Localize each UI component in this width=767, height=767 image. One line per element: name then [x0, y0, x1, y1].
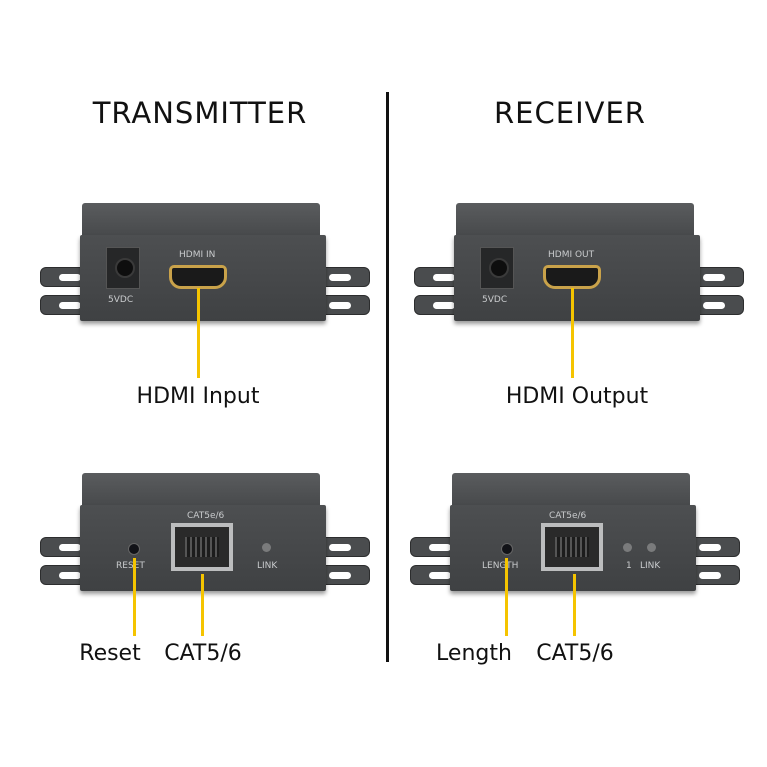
cat-callout: CAT5/6	[164, 641, 242, 666]
hdmi-port-label: HDMI IN	[179, 250, 216, 260]
power-label: 5VDC	[108, 295, 134, 305]
leader-line	[571, 288, 574, 378]
rj45-port	[541, 523, 603, 571]
link-led	[647, 543, 656, 552]
reset-button	[128, 543, 140, 555]
link-label: LINK	[257, 561, 278, 571]
receiver-front-device: 5VDC HDMI OUT	[414, 203, 744, 333]
hdmi-output-callout: HDMI Output	[505, 384, 649, 409]
leader-line	[133, 558, 136, 636]
divider	[386, 92, 389, 662]
link-label: LINK	[640, 561, 661, 571]
reset-label: RESET	[116, 561, 145, 571]
power-jack	[480, 247, 514, 289]
network-port-label: CAT5e/6	[187, 511, 225, 521]
hdmi-port-label: HDMI OUT	[548, 250, 595, 260]
power-jack	[106, 247, 140, 289]
receiver-heading: RECEIVER	[494, 96, 646, 130]
network-port-label: CAT5e/6	[549, 511, 587, 521]
transmitter-back-device: CAT5e/6 RESET LINK	[40, 473, 370, 603]
length-button	[501, 543, 513, 555]
transmitter-front-device: 5VDC HDMI IN	[40, 203, 370, 333]
leader-line	[201, 574, 204, 636]
indicator-led	[623, 543, 632, 552]
hdmi-input-callout: HDMI Input	[136, 384, 260, 409]
device-top	[456, 203, 694, 237]
device-top	[82, 473, 320, 507]
device-top	[82, 203, 320, 237]
cat-callout: CAT5/6	[536, 641, 614, 666]
length-callout: Length	[436, 641, 512, 666]
hdmi-port	[169, 265, 227, 289]
transmitter-heading: TRANSMITTER	[92, 96, 308, 130]
hdmi-port	[543, 265, 601, 289]
led-index-label: 1	[626, 561, 632, 571]
power-label: 5VDC	[482, 295, 508, 305]
leader-line	[505, 558, 508, 636]
rj45-port	[171, 523, 233, 571]
receiver-back-device: CAT5e/6 LENGTH 1 LINK	[410, 473, 740, 603]
device-top	[452, 473, 690, 507]
link-led	[262, 543, 271, 552]
device-front: 5VDC HDMI IN	[80, 235, 326, 321]
device-front: 5VDC HDMI OUT	[454, 235, 700, 321]
leader-line	[197, 288, 200, 378]
leader-line	[573, 574, 576, 636]
length-label: LENGTH	[482, 561, 519, 571]
reset-callout: Reset	[79, 641, 141, 666]
